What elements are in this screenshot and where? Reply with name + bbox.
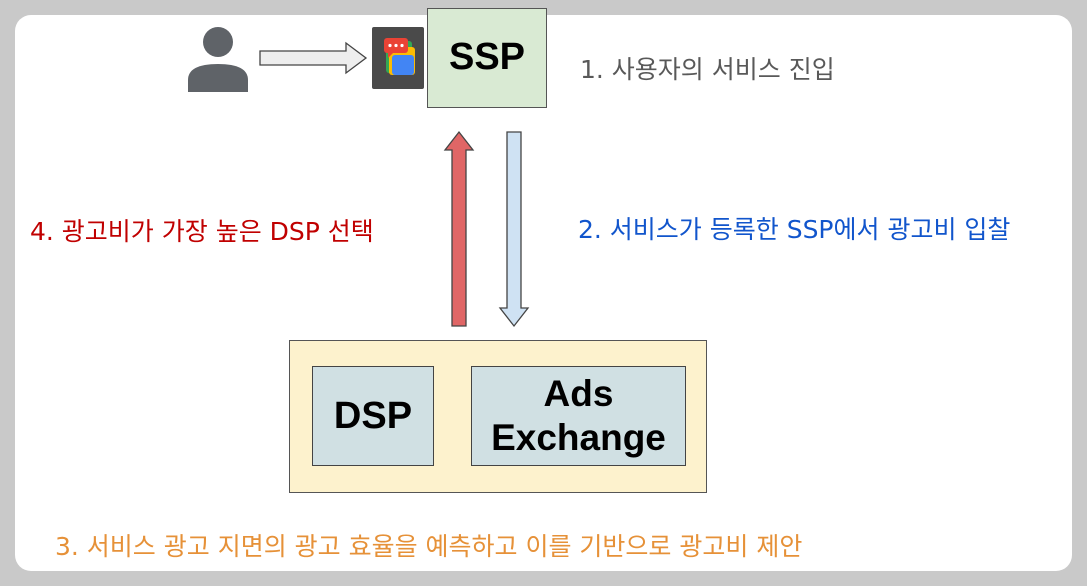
user-icon bbox=[188, 27, 248, 92]
ads-exchange-node: Ads Exchange bbox=[471, 366, 686, 466]
step2-label: 2. 서비스가 등록한 SSP에서 광고비 입찰 bbox=[578, 215, 1011, 244]
ssp-label: SSP bbox=[448, 35, 526, 78]
dsp-node: DSP bbox=[312, 366, 434, 466]
dsp-label: DSP bbox=[333, 394, 413, 437]
arrow-right-icon bbox=[259, 41, 368, 75]
step3-label: 3. 서비스 광고 지면의 광고 효율을 예측하고 이를 기반으로 광고비 제안 bbox=[55, 532, 803, 561]
step1-label: 1. 사용자의 서비스 진입 bbox=[580, 55, 835, 84]
arrow-up-icon bbox=[443, 130, 475, 327]
arrow-down-icon bbox=[498, 131, 530, 328]
ssp-node: SSP bbox=[427, 8, 547, 108]
ads-exchange-line2: Exchange bbox=[491, 417, 666, 458]
ads-exchange-line1: Ads bbox=[543, 373, 614, 414]
chat-app-icon bbox=[372, 27, 424, 89]
step4-label: 4. 광고비가 가장 높은 DSP 선택 bbox=[30, 217, 374, 246]
